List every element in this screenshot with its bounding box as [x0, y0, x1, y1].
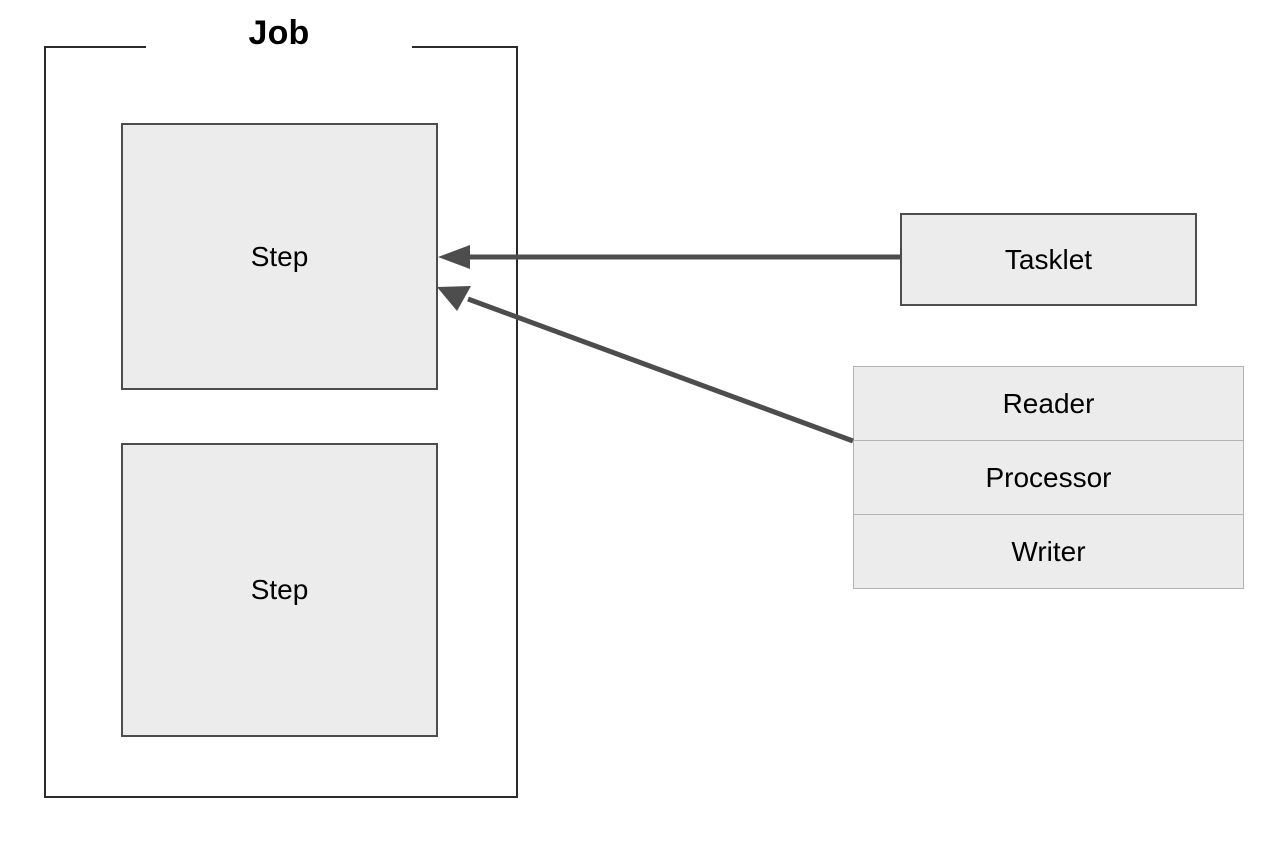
tasklet-label: Tasklet — [1004, 243, 1093, 275]
chunk-row-reader[interactable]: Reader — [853, 366, 1244, 441]
step-box-1-label: Step — [250, 240, 309, 272]
step-box-2[interactable]: Step — [121, 443, 438, 737]
arrow-chunk-to-step-line — [467, 296, 854, 444]
job-border-top-left — [44, 46, 146, 48]
chunk-row-processor[interactable]: Processor — [853, 440, 1244, 515]
chunk-row-writer[interactable]: Writer — [853, 514, 1244, 589]
step-box-1[interactable]: Step — [121, 123, 438, 390]
chunk-row-reader-label: Reader — [1002, 387, 1095, 419]
chunk-stack: Reader Processor Writer — [853, 366, 1244, 589]
step-box-2-label: Step — [250, 574, 309, 606]
job-border-top-right — [412, 46, 518, 48]
chunk-row-writer-label: Writer — [1011, 535, 1086, 567]
job-title: Job — [248, 14, 310, 52]
chunk-row-processor-label: Processor — [985, 461, 1112, 493]
tasklet-box[interactable]: Tasklet — [900, 213, 1197, 306]
